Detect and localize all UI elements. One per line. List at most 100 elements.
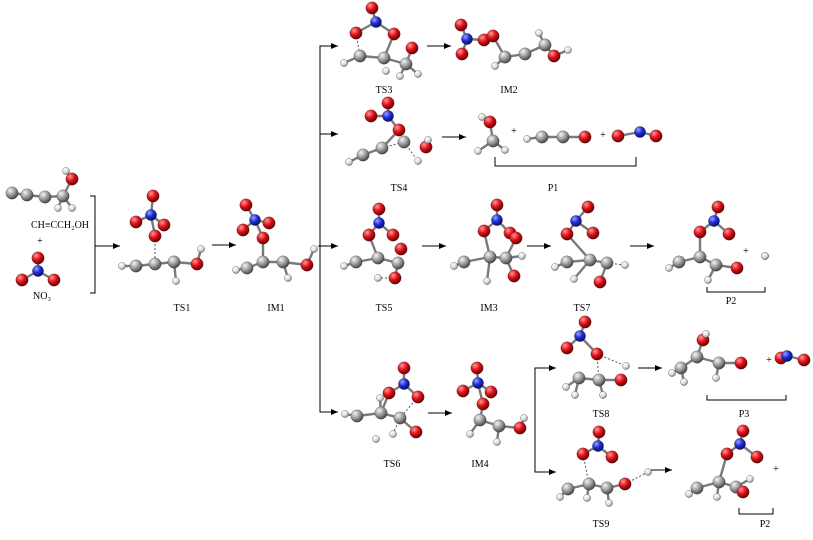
reactant-no3 [15, 251, 61, 287]
oxygen-atom [611, 129, 625, 143]
hydrogen-atom [118, 262, 126, 270]
carbon-atom [38, 190, 52, 204]
hydrogen-atom [396, 72, 404, 80]
carbon-atom [572, 371, 586, 385]
hydrogen-atom [665, 264, 673, 272]
p2-upper-label: P2 [725, 296, 737, 307]
oxygen-atom [476, 397, 490, 411]
p1-hydroxyvinyl [474, 113, 509, 155]
im4-label: IM4 [471, 459, 489, 470]
p1-label: P1 [547, 183, 559, 194]
oxygen-atom [236, 223, 250, 237]
carbon-atom [690, 350, 704, 364]
oxygen-atom [381, 96, 395, 110]
hydrogen-atom [668, 369, 676, 377]
p1-no2 [611, 126, 663, 143]
carbon-atom [129, 259, 143, 273]
hydrogen-atom [340, 262, 348, 270]
carbon-atom [457, 255, 471, 269]
hydrogen-atom [172, 277, 180, 285]
branch-trunk [319, 45, 336, 413]
carbon-atom [349, 255, 363, 269]
carbon-atom [561, 482, 575, 496]
im2-label: IM2 [500, 85, 518, 96]
hydrogen-atom [424, 136, 432, 144]
oxygen-atom [486, 29, 500, 43]
carbon-atom [693, 250, 707, 264]
nitrogen-atom [472, 377, 484, 389]
hydrogen-atom [712, 374, 720, 382]
hydrogen-atom [535, 29, 543, 37]
carbon-atom [20, 188, 34, 202]
ts4-structure [345, 96, 433, 166]
p2-upper-h-atom [761, 252, 769, 260]
hydrogen-atom [232, 266, 240, 274]
ts3-label: TS3 [375, 85, 393, 96]
ts1-structure [118, 189, 205, 285]
ts8-structure [560, 315, 630, 399]
nitrogen-atom [491, 214, 503, 226]
oxygen-atom [560, 227, 574, 241]
hydrogen-atom [746, 475, 754, 483]
carbon-atom [148, 257, 162, 271]
p2-upper-structure [665, 200, 769, 284]
oxygen-atom [47, 273, 61, 287]
nitrogen-atom [398, 378, 410, 390]
carbon-atom [56, 189, 70, 203]
hydrogen-atom [622, 362, 630, 370]
oxygen-atom [409, 425, 423, 439]
oxygen-atom [394, 242, 408, 256]
hydrogen-atom [68, 204, 76, 212]
p2-lower-bracket [738, 508, 774, 515]
nitrogen-atom [461, 33, 473, 45]
bond [392, 417, 401, 435]
hydrogen-atom [583, 494, 591, 502]
ts1-label: TS1 [173, 303, 191, 314]
carbon-atom [674, 361, 688, 375]
oxygen-atom [509, 231, 523, 245]
carbon-atom [672, 255, 686, 269]
hydrogen-atom [374, 274, 382, 282]
nitrogen-atom [781, 350, 793, 362]
ts3-structure [340, 1, 422, 80]
hydrogen-atom [345, 158, 353, 166]
oxygen-atom [364, 109, 378, 123]
hydrogen-atom [571, 391, 579, 399]
ts9-label: TS9 [592, 519, 610, 530]
hydrogen-atom [605, 499, 613, 507]
im4-structure [456, 361, 528, 446]
oxygen-atom [388, 271, 402, 285]
hydrogen-atom [520, 414, 528, 422]
oxygen-atom [750, 450, 764, 464]
oxygen-atom [65, 172, 79, 186]
nitrogen-atom [249, 214, 261, 226]
hydrogen-atom [197, 245, 205, 253]
oxygen-atom [560, 341, 574, 355]
carbon-atom [492, 419, 506, 433]
nitrogen-atom [708, 215, 720, 227]
p3-no2 [774, 350, 811, 367]
nitrogen-atom [570, 215, 582, 227]
oxygen-atom [190, 257, 204, 271]
hydrogen-atom [341, 410, 349, 418]
hydrogen-atom [376, 394, 384, 402]
oxygen-atom [470, 361, 484, 375]
p2-lower-structure [685, 424, 764, 501]
oxygen-atom [456, 384, 470, 398]
oxygen-atom [387, 27, 401, 41]
im4-branch [534, 367, 546, 473]
hydrogen-atom [564, 46, 572, 54]
hydrogen-atom [62, 167, 70, 175]
hydrogen-atom [685, 490, 693, 498]
oxygen-atom [586, 226, 600, 240]
carbon-atom [399, 57, 413, 71]
oxygen-atom [397, 361, 411, 375]
oxygen-atom [797, 353, 811, 367]
p3-bracket [706, 395, 787, 401]
hydrogen-atom [340, 59, 348, 67]
reactant-plus-sign: + [37, 236, 43, 247]
hydrogen-atom [761, 252, 769, 260]
oxygen-atom [736, 485, 750, 499]
oxygen-atom [362, 228, 376, 242]
